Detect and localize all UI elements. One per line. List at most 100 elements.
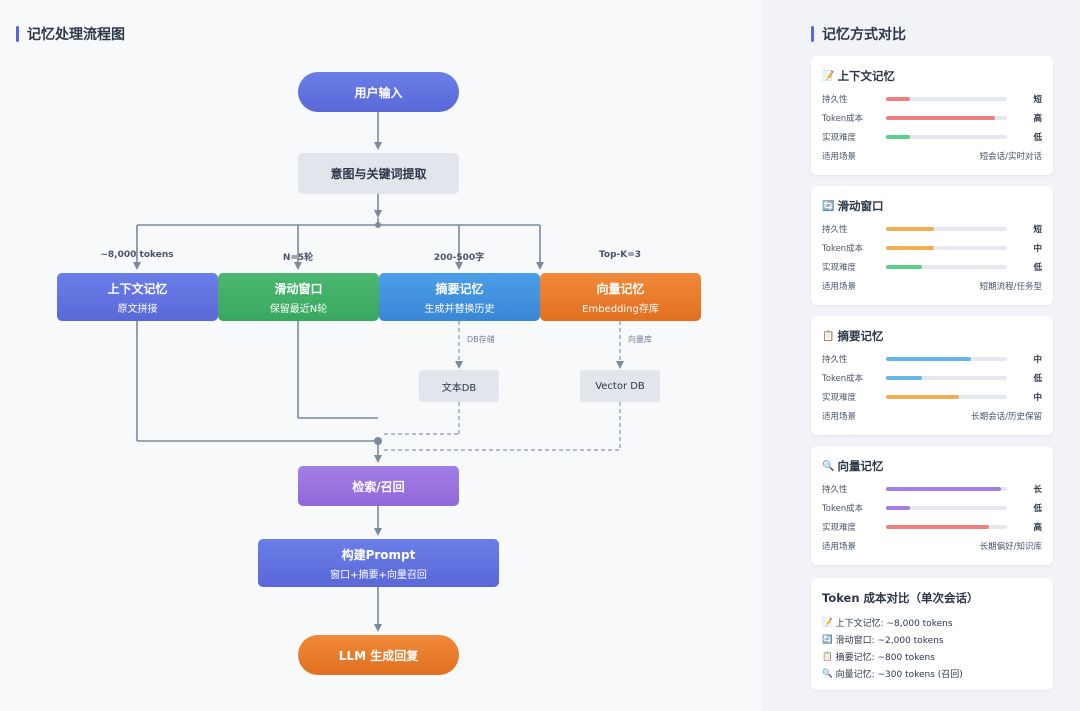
metric-label: 实现难度	[822, 262, 857, 273]
metric-value: 长	[1033, 484, 1042, 495]
build-prompt-sub: 窗口+摘要+向量召回	[330, 569, 427, 581]
metric-value: 中	[1033, 243, 1042, 254]
vector-memory-title: 向量记忆	[596, 281, 645, 296]
metric-value: 高	[1033, 113, 1042, 124]
scene-row: 适用场景短会话/实时对话	[822, 146, 1042, 165]
flow-panel	[0, 0, 762, 711]
refresh-icon: 🔄	[822, 634, 833, 645]
summary-length-label: 200-500字	[433, 253, 485, 263]
metric-label: 持久性	[822, 484, 848, 495]
retrieve-label: 检索/召回	[352, 479, 405, 494]
metric-label: 实现难度	[822, 522, 857, 533]
metric-bar-fill	[886, 524, 989, 529]
metric-bar-track	[886, 115, 1007, 120]
context-memory-title: 上下文记忆	[107, 281, 168, 296]
metric-value: 中	[1033, 354, 1042, 365]
token-cost-text: 向量记忆: ~300 tokens (召回)	[835, 670, 963, 680]
token-cost-text: 上下文记忆: ~8,000 tokens	[835, 619, 953, 629]
summary-memory-title: 摘要记忆	[435, 281, 484, 296]
summary-memory-sub: 生成并替换历史	[424, 303, 495, 315]
metric-bar-track	[886, 245, 1007, 250]
metric-row: Token成本 低	[822, 368, 1042, 387]
scene-label: 适用场景	[822, 541, 857, 552]
metric-value: 短	[1033, 94, 1042, 105]
memory-card-name: 向量记忆	[837, 459, 884, 473]
clipboard-icon: 📋	[822, 330, 835, 342]
metric-label: Token成本	[822, 503, 864, 514]
memory-card-title: 📋摘要记忆	[822, 328, 1042, 344]
metric-row: 实现难度 高	[822, 517, 1042, 536]
llm-reply-node: LLM 生成回复	[298, 635, 459, 675]
sliding-window-node: 滑动窗口 保留最近N轮	[218, 273, 379, 321]
sliding-window-title: 滑动窗口	[274, 281, 323, 296]
metric-bar-fill	[886, 375, 923, 380]
context-memory-node: 上下文记忆 原文拼接	[57, 273, 218, 321]
search-icon: 🔍	[822, 460, 835, 472]
metric-bar-fill	[886, 264, 923, 269]
memory-card-name: 滑动窗口	[837, 199, 884, 213]
metric-bar-track	[886, 264, 1007, 269]
vector-topk-label: Top-K=3	[598, 250, 642, 260]
metric-value: 低	[1033, 503, 1042, 514]
metric-row: 持久性 中	[822, 349, 1042, 368]
metric-bar-fill	[886, 505, 911, 510]
intent-extraction-label: 意图与关键词提取	[330, 167, 427, 181]
retrieve-node: 检索/召回	[298, 466, 459, 506]
memory-card-title: 📝上下文记忆	[822, 68, 1042, 84]
metric-label: Token成本	[822, 113, 864, 124]
token-cost-text: 滑动窗口: ~2,000 tokens	[835, 636, 944, 646]
metric-row: 实现难度中	[822, 387, 1042, 406]
metric-bar-track	[886, 394, 1007, 399]
vector-memory-sub: Embedding存库	[582, 303, 659, 315]
scene-value: 长期会话/历史保留	[971, 411, 1042, 422]
token-cost-line: 🔍向量记忆: ~300 tokens (召回)	[822, 665, 1042, 682]
memory-card: 📝上下文记忆持久性短 Token成本 高实现难度低适用场景短会话/实时对话	[811, 56, 1053, 175]
token-cost-text: 摘要记忆: ~800 tokens	[835, 653, 935, 663]
token-cost-line: 📋摘要记忆: ~800 tokens	[822, 648, 1042, 665]
vector-memory-node: 向量记忆 Embedding存库	[540, 273, 701, 321]
user-input-label: 用户输入	[354, 85, 403, 100]
token-cost-line: 🔄滑动窗口: ~2,000 tokens	[822, 631, 1042, 648]
metric-label: 持久性	[822, 224, 848, 235]
metric-value: 低	[1033, 373, 1042, 384]
metric-bar-fill	[886, 226, 935, 231]
memory-card: 🔍向量记忆持久性 长 Token成本 低实现难度 高适用场景长期偏好/知识库	[811, 446, 1053, 565]
scene-row: 适用场景长期会话/历史保留	[822, 406, 1042, 425]
refresh-icon: 🔄	[822, 200, 835, 212]
metric-value: 低	[1033, 132, 1042, 143]
metric-bar-fill	[886, 134, 911, 139]
metric-bar-track	[886, 96, 1007, 101]
metric-row: 持久性短	[822, 89, 1042, 108]
scene-row: 适用场景长期偏好/知识库	[822, 536, 1042, 555]
window-rounds-label: N=5轮	[282, 253, 314, 263]
memory-card-title: 🔄滑动窗口	[822, 198, 1042, 214]
context-token-label: ~8,000 tokens	[100, 250, 174, 260]
scene-value: 短会话/实时对话	[979, 151, 1042, 162]
metric-bar-track	[886, 226, 1007, 231]
vector-db-label: Vector DB	[595, 380, 645, 392]
metric-bar-track	[886, 356, 1007, 361]
metric-bar-track	[886, 486, 1007, 491]
metric-value: 高	[1033, 522, 1042, 533]
clipboard-icon: 📋	[822, 651, 833, 662]
metric-label: 持久性	[822, 354, 848, 365]
metric-row: 实现难度低	[822, 127, 1042, 146]
build-prompt-title: 构建Prompt	[341, 547, 416, 562]
metric-bar-fill	[886, 356, 971, 361]
metric-row: Token成本 低	[822, 498, 1042, 517]
token-cost-card: Token 成本对比（单次会话） 📝上下文记忆: ~8,000 tokens🔄滑…	[811, 578, 1053, 690]
vector-db-node: Vector DB	[580, 370, 660, 402]
metric-bar-fill	[886, 394, 959, 399]
llm-reply-label: LLM 生成回复	[338, 648, 419, 663]
metric-row: 持久性短	[822, 219, 1042, 238]
memo-icon: 📝	[822, 70, 835, 82]
metric-label: Token成本	[822, 373, 864, 384]
metric-bar-track	[886, 134, 1007, 139]
metric-row: 实现难度低	[822, 257, 1042, 276]
metric-bar-fill	[886, 486, 1001, 491]
user-input-node: 用户输入	[298, 72, 459, 112]
memory-card-name: 摘要记忆	[837, 329, 884, 343]
scene-value: 短期流程/任务型	[979, 281, 1042, 292]
memory-card: 📋摘要记忆持久性 中 Token成本 低实现难度中适用场景长期会话/历史保留	[811, 316, 1053, 435]
